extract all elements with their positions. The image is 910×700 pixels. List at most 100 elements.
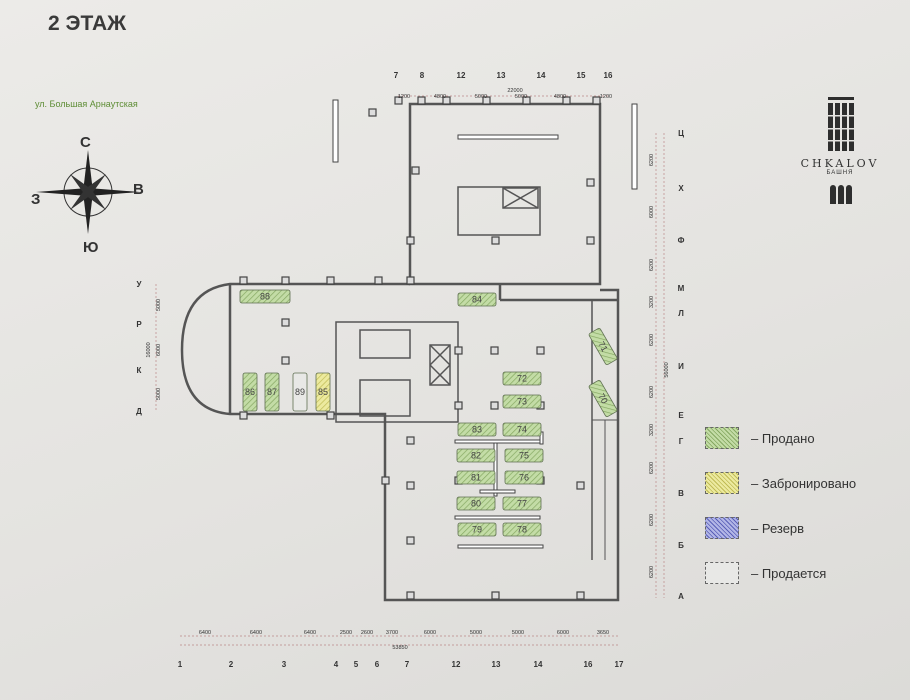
axis-label: 14 <box>537 71 546 80</box>
dim-label: 5000 <box>475 94 487 100</box>
axis-label: 12 <box>457 71 466 80</box>
spot-number: 76 <box>519 473 529 483</box>
dim-label: 6400 <box>304 630 316 636</box>
column <box>491 236 500 245</box>
axis-label: 16 <box>584 660 593 669</box>
column <box>442 96 451 105</box>
dim-label: 5000 <box>156 388 162 400</box>
spot-number: 83 <box>472 425 482 435</box>
spot-number: 70 <box>596 392 610 406</box>
held-swatch <box>705 517 739 539</box>
column <box>281 318 290 327</box>
parking-spot-71[interactable]: 71 <box>588 327 618 366</box>
dim-label: 6000 <box>424 630 436 636</box>
parking-spot-74[interactable]: 74 <box>502 422 542 437</box>
parking-spot-85[interactable]: 85 <box>315 372 331 412</box>
car-icon <box>315 372 331 412</box>
car-icon <box>502 496 542 511</box>
parking-spot-87[interactable]: 87 <box>264 372 280 412</box>
logo-name: CHKALOV <box>800 157 880 170</box>
column <box>592 96 601 105</box>
column <box>368 108 377 117</box>
spot-number: 71 <box>596 340 610 354</box>
parking-spot-72[interactable]: 72 <box>502 371 542 386</box>
compass-west: З <box>31 191 40 208</box>
column <box>490 346 499 355</box>
parking-spot-89[interactable]: 89 <box>292 372 308 412</box>
axis-label: 13 <box>497 71 506 80</box>
column <box>326 411 335 420</box>
spot-number: 75 <box>519 451 529 461</box>
car-icon <box>457 522 497 537</box>
axis-label: 1 <box>178 660 183 669</box>
axis-label: Х <box>678 184 684 193</box>
parking-spot-88[interactable]: 88 <box>239 289 291 304</box>
spot-number: 74 <box>517 425 527 435</box>
parking-spot-76[interactable]: 76 <box>504 470 544 485</box>
dim-label: 6200 <box>649 334 655 346</box>
parking-spot-73[interactable]: 73 <box>502 394 542 409</box>
spot-number: 88 <box>260 292 270 302</box>
car-icon <box>502 371 542 386</box>
parking-spot-80[interactable]: 80 <box>456 496 496 511</box>
parking-spot-86[interactable]: 86 <box>242 372 258 412</box>
column <box>406 481 415 490</box>
car-icon <box>502 394 542 409</box>
spot-number: 82 <box>471 451 481 461</box>
legend-label: – Продается <box>751 565 827 581</box>
column <box>454 346 463 355</box>
column <box>417 96 426 105</box>
legend-item-held: – Резерв <box>705 516 856 540</box>
car-icon <box>456 470 496 485</box>
parking-spot-77[interactable]: 77 <box>502 496 542 511</box>
spot-number: 80 <box>471 499 481 509</box>
reserved-swatch <box>705 472 739 494</box>
arches-logo-icon <box>830 185 852 204</box>
dim-label: 3700 <box>386 630 398 636</box>
car-icon <box>588 379 618 418</box>
column <box>586 236 595 245</box>
car-icon <box>504 470 544 485</box>
parking-spot-78[interactable]: 78 <box>502 522 542 537</box>
legend-item-for-sale: – Продается <box>705 561 856 585</box>
spot-number: 86 <box>245 387 255 397</box>
car-icon <box>588 327 618 366</box>
dim-label: 6200 <box>649 514 655 526</box>
axis-label: 17 <box>615 660 624 669</box>
spot-number: 79 <box>472 525 482 535</box>
parking-spot-83[interactable]: 83 <box>457 422 497 437</box>
axis-label: Ф <box>678 236 685 245</box>
column <box>381 476 390 485</box>
spot-number: 81 <box>471 473 481 483</box>
building-core <box>335 186 541 423</box>
axis-label: Р <box>136 320 142 329</box>
dim-label: 6200 <box>649 566 655 578</box>
column <box>536 346 545 355</box>
axis-label: Е <box>678 411 684 420</box>
dim-label: 1200 <box>398 94 410 100</box>
parking-spot-79[interactable]: 79 <box>457 522 497 537</box>
dim-label: 1200 <box>600 94 612 100</box>
legend-item-reserved: – Забронировано <box>705 471 856 495</box>
axis-label: Л <box>678 309 684 318</box>
axis-label: 14 <box>534 660 543 669</box>
axis-label: 7 <box>394 71 399 80</box>
dim-label: 4800 <box>554 94 566 100</box>
axis-label: 3 <box>282 660 287 669</box>
parking-spot-75[interactable]: 75 <box>504 448 544 463</box>
parking-spot-81[interactable]: 81 <box>456 470 496 485</box>
dim-label: 3650 <box>597 630 609 636</box>
dim-label: 5000 <box>156 299 162 311</box>
parking-spot-70[interactable]: 70 <box>588 379 618 418</box>
car-icon <box>456 448 496 463</box>
column <box>522 96 531 105</box>
column <box>239 411 248 420</box>
axis-label: 4 <box>334 660 339 669</box>
legend: – Продано – Забронировано – Резерв – Про… <box>705 426 856 606</box>
legend-label: – Продано <box>751 430 815 446</box>
column <box>411 166 420 175</box>
parking-spot-84[interactable]: 84 <box>457 292 497 307</box>
parking-spot-82[interactable]: 82 <box>456 448 496 463</box>
column <box>490 401 499 410</box>
compass-south: Ю <box>83 239 98 256</box>
